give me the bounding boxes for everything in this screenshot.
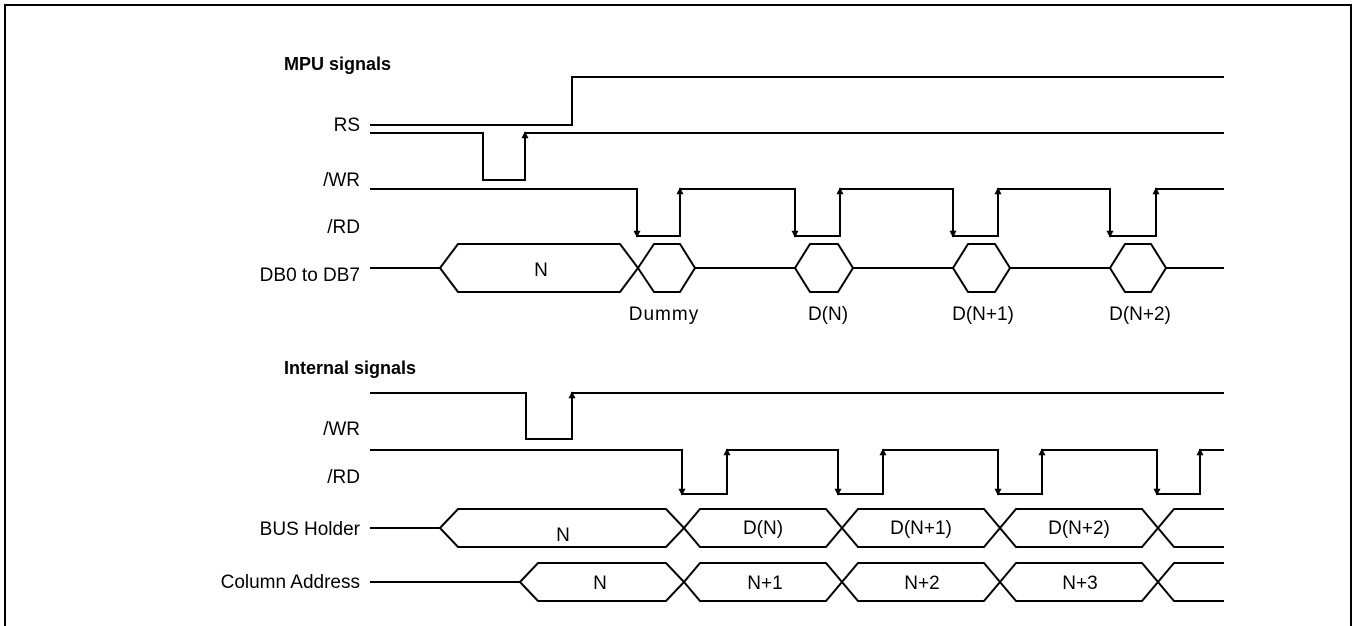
diagram-frame [4, 4, 1352, 626]
int-rd-waveform [370, 449, 1224, 495]
mpu-wr-waveform [370, 132, 1224, 181]
db-label: DB0 to DB7 [260, 265, 360, 286]
bus-holder-value-3: D(N+1) [890, 518, 952, 539]
int-wr-label: /WR [323, 419, 360, 440]
db-n-value: N [534, 260, 548, 281]
column-address-value-4: N+3 [1062, 573, 1097, 594]
db-d0-segment [793, 243, 855, 293]
column-address-value-2: N+1 [747, 573, 782, 594]
bus-holder-label: BUS Holder [260, 519, 361, 540]
bus-holder-waveform [439, 508, 1224, 548]
bus-holder-value-1: N [556, 525, 570, 546]
mpu-wr-label: /WR [323, 170, 360, 191]
mpu-signals-title: MPU signals [284, 54, 391, 74]
mpu-rd-waveform [370, 188, 1224, 237]
db-d1-segment [951, 243, 1012, 293]
rs-label: RS [334, 115, 360, 136]
column-address-waveform [519, 562, 1224, 602]
column-address-label: Column Address [221, 572, 360, 593]
db-dummy-value: Dummy [629, 304, 699, 325]
db-d2-segment [1108, 243, 1168, 293]
rs-waveform [370, 76, 1224, 126]
bus-holder-value-4: D(N+2) [1048, 518, 1110, 539]
int-wr-waveform [370, 392, 1224, 440]
column-address-value-1: N [593, 573, 607, 594]
int-rd-label: /RD [327, 467, 360, 488]
db-d1-value: D(N+1) [952, 304, 1014, 325]
mpu-rd-label: /RD [327, 217, 360, 238]
internal-signals-title: Internal signals [284, 358, 416, 378]
db-d2-value: D(N+2) [1109, 304, 1171, 325]
db-d0-value: D(N) [808, 304, 848, 325]
bus-holder-value-2: D(N) [743, 518, 783, 539]
db-dummy-segment [636, 243, 697, 293]
column-address-value-3: N+2 [904, 573, 939, 594]
